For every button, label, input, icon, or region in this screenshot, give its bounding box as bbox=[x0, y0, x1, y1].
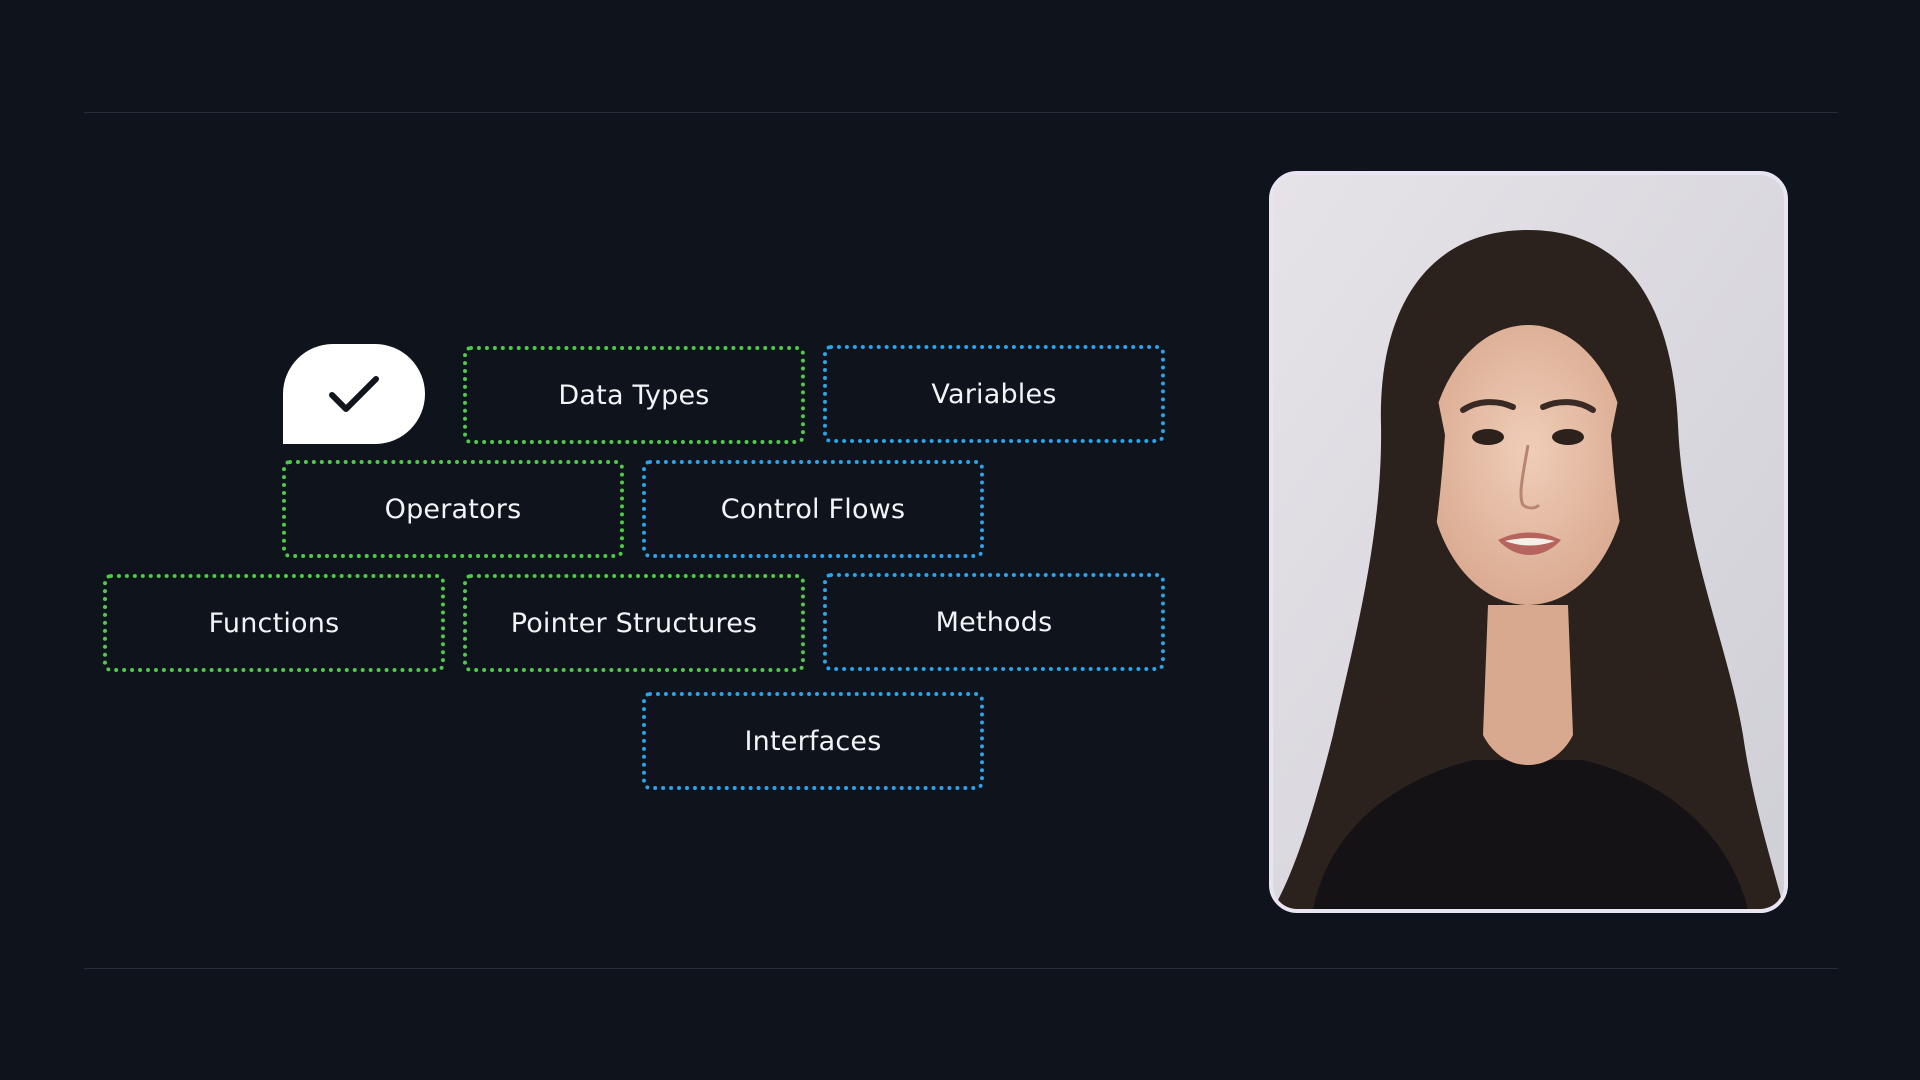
topic-operators: Operators bbox=[282, 460, 624, 558]
presenter-image bbox=[1273, 175, 1784, 909]
topic-data-types: Data Types bbox=[463, 346, 805, 444]
topic-control-flows: Control Flows bbox=[642, 460, 984, 558]
topic-functions: Functions bbox=[103, 574, 445, 672]
topic-label: Functions bbox=[208, 607, 340, 639]
topic-pointer-structures: Pointer Structures bbox=[463, 574, 805, 672]
topic-label: Data Types bbox=[558, 379, 710, 411]
topic-label: Interfaces bbox=[744, 725, 882, 757]
topic-label: Pointer Structures bbox=[510, 607, 758, 639]
topic-label: Variables bbox=[931, 378, 1057, 410]
check-bubble bbox=[283, 344, 425, 444]
presenter-video bbox=[1269, 171, 1788, 913]
check-icon bbox=[329, 376, 379, 412]
topic-label: Methods bbox=[935, 606, 1053, 638]
topic-methods: Methods bbox=[823, 573, 1165, 671]
topic-label: Operators bbox=[384, 493, 522, 525]
top-divider bbox=[84, 112, 1838, 113]
topic-interfaces: Interfaces bbox=[642, 692, 984, 790]
topic-variables: Variables bbox=[823, 345, 1165, 443]
bottom-divider bbox=[84, 968, 1838, 969]
topic-label: Control Flows bbox=[720, 493, 906, 525]
